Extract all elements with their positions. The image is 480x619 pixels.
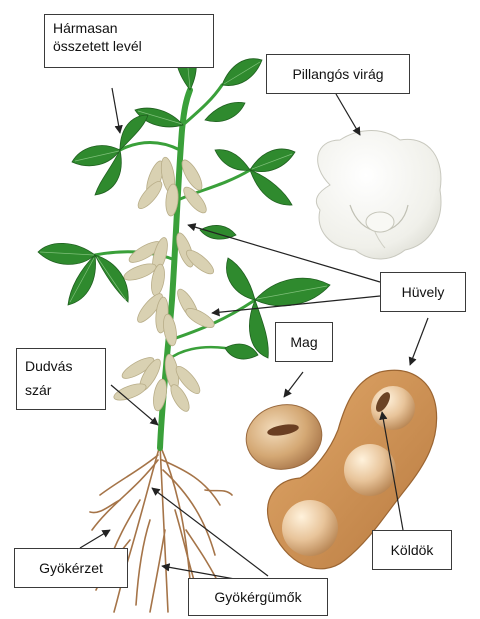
hilum-label-text: Köldök (381, 535, 443, 565)
seed-label: Mag (275, 322, 333, 362)
flower-label: Pillangós virág (266, 54, 410, 94)
roots-label: Gyökérzet (14, 548, 128, 588)
papilionaceous-flower (316, 131, 441, 259)
leaf-label: Hármasan összetett levél (44, 14, 214, 68)
pod-label-text: Hüvely (389, 277, 457, 307)
nodules-label-text: Gyökérgümők (197, 583, 319, 611)
pod-label: Hüvely (380, 272, 466, 312)
nodules-label: Gyökérgümők (188, 578, 328, 616)
flower-label-text: Pillangós virág (275, 59, 401, 89)
roots-label-text: Gyökérzet (23, 553, 119, 583)
seed (240, 398, 328, 476)
seed-label-text: Mag (284, 327, 324, 357)
leaf-label-line1: Hármasan (53, 19, 205, 37)
leaf-label-line2: összetett levél (53, 37, 205, 55)
hilum-label: Köldök (372, 530, 452, 570)
stem-label-line1: Dudvás (25, 357, 97, 375)
stem-label-line2: szár (25, 381, 97, 399)
stem-label: Dudvás szár (16, 348, 106, 410)
